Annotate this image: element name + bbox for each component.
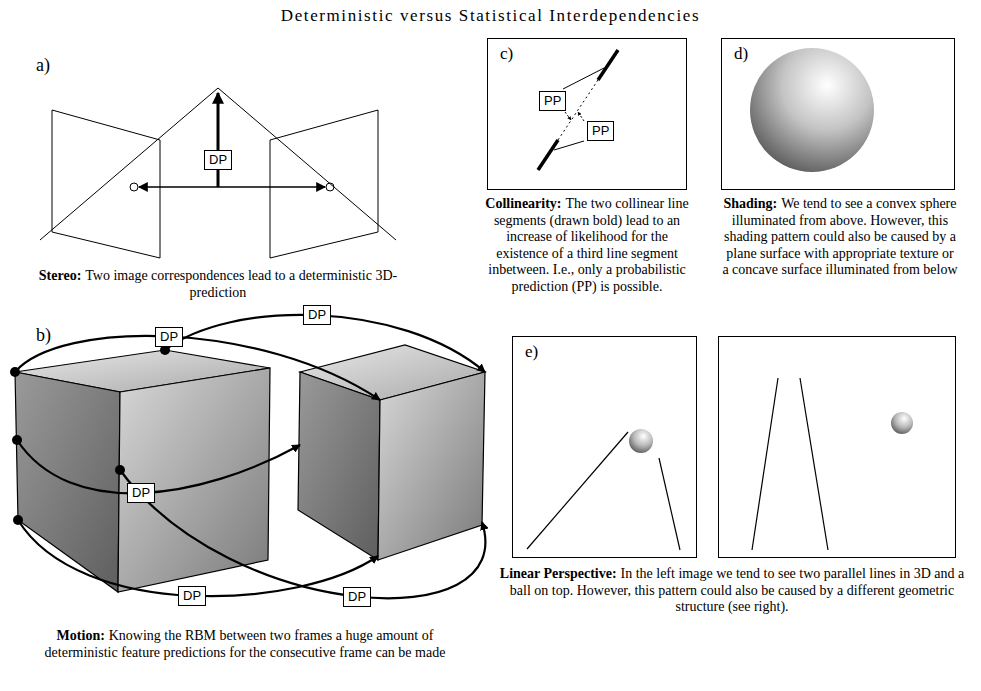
caption-heading: Stereo: — [39, 268, 82, 283]
panel-caption: Shading:We tend to see a convex sphere i… — [722, 196, 958, 279]
caption-heading: Linear Perspective: — [500, 566, 617, 581]
prediction-box: DP — [127, 483, 155, 503]
panel-letter: d) — [734, 44, 748, 64]
panel-caption: Collinearity:The two collinear line segm… — [480, 196, 694, 295]
prediction-box: DP — [343, 587, 371, 607]
panel-letter: a) — [36, 55, 50, 76]
panel-frame: d) — [721, 38, 955, 190]
caption-text: Two image correspondences lead to a dete… — [85, 268, 397, 300]
prediction-label: DP — [183, 588, 201, 603]
feature-dots — [10, 345, 170, 525]
prediction-label: PP — [544, 93, 561, 108]
collinearity-figure — [538, 50, 618, 170]
panel-letter: b) — [36, 325, 51, 346]
panel-caption: Linear Perspective:In the left image we … — [492, 566, 972, 616]
prediction-label: DP — [308, 307, 326, 322]
caption-heading: Shading: — [724, 196, 778, 211]
panel-caption: Motion:Knowing the RBM between two frame… — [20, 628, 470, 661]
panel-letter: c) — [500, 44, 513, 64]
prediction-box: DP — [303, 305, 331, 325]
prediction-label: DP — [160, 329, 178, 344]
panel-letter: e) — [525, 342, 538, 362]
caption-heading: Collinearity: — [485, 196, 561, 211]
stereo-figure — [40, 88, 396, 258]
shaded-sphere — [750, 48, 874, 172]
prediction-box: PP — [539, 91, 566, 111]
motion-arrows — [15, 315, 485, 598]
diagram-title: Deterministic versus Statistical Interde… — [0, 6, 981, 26]
prediction-label: DP — [348, 589, 366, 604]
prediction-box: DP — [155, 327, 183, 347]
panel-frame: c) PP PP — [487, 38, 687, 190]
panel-caption: Stereo:Two image correspondences lead to… — [30, 268, 406, 301]
prediction-label: DP — [209, 152, 227, 167]
prediction-label: DP — [132, 485, 150, 500]
ball — [629, 429, 653, 453]
cube-right — [298, 345, 485, 560]
panel-frame: e) — [512, 336, 697, 558]
prediction-box: DP — [204, 150, 232, 170]
perspective-figure — [527, 337, 956, 558]
prediction-label: PP — [592, 123, 609, 138]
prediction-box: DP — [178, 586, 206, 606]
prediction-box: PP — [587, 121, 614, 141]
ball — [891, 412, 913, 434]
caption-heading: Motion: — [57, 628, 105, 643]
